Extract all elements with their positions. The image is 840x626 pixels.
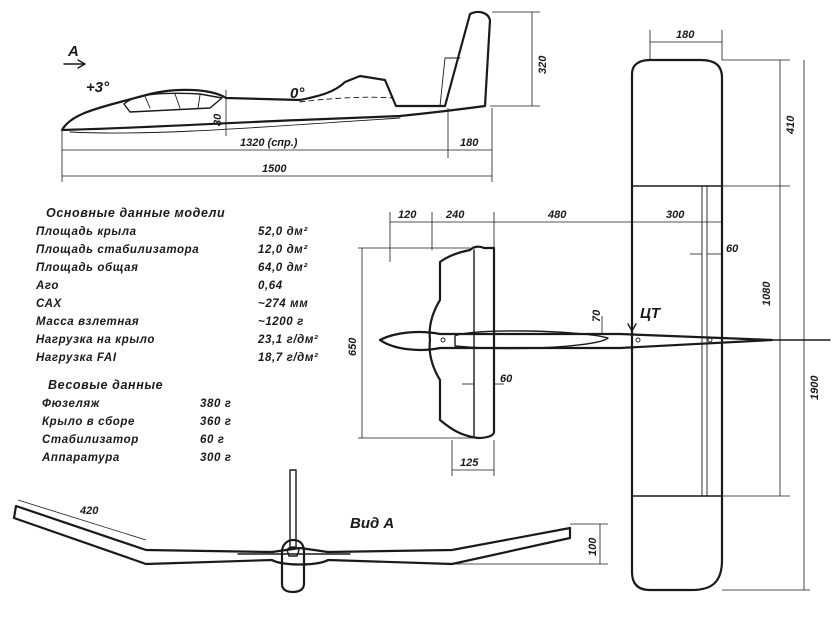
table-row: Аппаратура bbox=[42, 452, 120, 464]
dim-stab-to-hinge: 240 bbox=[445, 209, 465, 221]
cg-arrow-head bbox=[627, 323, 637, 332]
table-row: Нагрузка на крыло bbox=[36, 334, 155, 346]
view-arrow-head bbox=[77, 59, 86, 69]
model-data-title: Основные данные модели bbox=[46, 206, 226, 220]
cg-label: ЦТ bbox=[640, 305, 662, 322]
dim-fuselage-depth: 80 bbox=[212, 113, 224, 126]
front-view: 420 100 Вид А bbox=[12, 469, 608, 594]
dim-span-ref: 1320 (спр.) bbox=[240, 137, 298, 149]
table-value: 360 г bbox=[200, 416, 232, 428]
wing-outline bbox=[630, 58, 724, 592]
stabilizer-outline bbox=[428, 245, 496, 440]
side-view: A +3° 0° 320 80 bbox=[60, 10, 549, 182]
canopy-frames bbox=[144, 93, 201, 109]
wing-root-line bbox=[299, 96, 393, 103]
dim-outer-panel: 410 bbox=[785, 115, 797, 135]
fuselage-plan bbox=[378, 330, 774, 351]
table-row: Стабилизатор bbox=[42, 434, 139, 446]
front-fuselage bbox=[280, 538, 306, 594]
dim-tail-length: 180 bbox=[460, 137, 479, 149]
front-fin bbox=[289, 469, 297, 549]
plan-view: ЦТ 180 410 1080 1900 120 240 bbox=[347, 29, 831, 592]
table-row: Крыло в сборе bbox=[42, 416, 136, 428]
table-row: Фюзеляж bbox=[42, 398, 100, 410]
dim-dihedral-height: 100 bbox=[587, 537, 599, 556]
table-value: 64,0 дм² bbox=[258, 262, 308, 274]
dim-stab-to-wing: 480 bbox=[547, 209, 567, 221]
weight-data-title: Весовые данные bbox=[48, 378, 164, 392]
view-a-label: Вид А bbox=[350, 515, 394, 532]
fuselage-belly bbox=[69, 117, 401, 134]
dim-cg-offset: 70 bbox=[591, 309, 603, 322]
dim-wing-chord: 300 bbox=[666, 209, 685, 221]
dim-wing-span: 1900 bbox=[809, 375, 821, 400]
weight-data-table: Весовые данные Фюзеляж 380 г Крыло в сбо… bbox=[36, 378, 276, 468]
table-row: Нагрузка FAI bbox=[36, 352, 117, 364]
table-value: 52,0 дм² bbox=[258, 226, 308, 238]
cg-mark-2 bbox=[707, 337, 713, 343]
dim-dihedral-panel: 420 bbox=[79, 505, 99, 517]
dim-stab-span: 650 bbox=[347, 337, 359, 356]
cg-mark-1 bbox=[635, 337, 641, 343]
table-value: ~1200 г bbox=[258, 316, 304, 328]
table-row: Площадь стабилизатора bbox=[36, 244, 200, 256]
table-value: 380 г bbox=[200, 398, 232, 410]
dim-overall-length: 1500 bbox=[262, 163, 287, 175]
wing-incidence-label: +3° bbox=[86, 79, 110, 96]
fin-spar bbox=[439, 57, 461, 107]
dim-aileron-width: 60 bbox=[726, 243, 739, 255]
dim-stab-chord: 125 bbox=[460, 457, 479, 469]
front-wing bbox=[12, 504, 572, 566]
model-data-table: Основные данные модели Площадь крыла 52,… bbox=[36, 206, 356, 376]
table-value: 23,1 г/дм² bbox=[258, 334, 319, 346]
table-row: Площадь общая bbox=[36, 262, 139, 274]
dim-stab-le-offset: 120 bbox=[398, 209, 417, 221]
dim-fin-height: 320 bbox=[537, 55, 549, 74]
table-row: САХ bbox=[36, 298, 62, 310]
table-value: ~274 мм bbox=[258, 298, 309, 310]
dim-elevator-width: 60 bbox=[500, 373, 513, 385]
table-value: 300 г bbox=[200, 452, 232, 464]
table-value: 12,0 дм² bbox=[258, 244, 308, 256]
stab-incidence-label: 0° bbox=[290, 85, 305, 102]
table-value: 0,64 bbox=[258, 280, 283, 292]
canopy bbox=[123, 92, 223, 113]
table-value: 60 г bbox=[200, 434, 225, 446]
fuselage-outline bbox=[60, 10, 492, 132]
dim-tip-chord: 180 bbox=[676, 29, 695, 41]
table-row: Aго bbox=[36, 280, 59, 292]
table-row: Площадь крыла bbox=[36, 226, 137, 238]
table-row: Масса взлетная bbox=[36, 316, 140, 328]
dim-line-dihedral bbox=[17, 499, 147, 541]
view-arrow-label: A bbox=[67, 43, 79, 60]
stab-mark bbox=[440, 337, 446, 343]
front-canopy bbox=[286, 546, 300, 557]
table-value: 18,7 г/дм² bbox=[258, 352, 319, 364]
dim-center-section: 1080 bbox=[761, 281, 773, 306]
